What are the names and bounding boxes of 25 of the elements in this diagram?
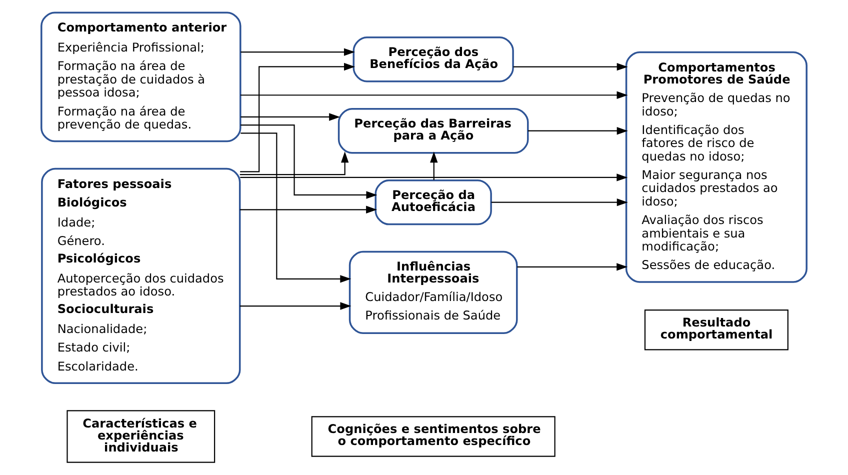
arrow (240, 91, 628, 99)
node-box: Características e experiências individuais (66, 410, 216, 463)
node-box: Perceção dos Benefícios da Ação (352, 36, 514, 82)
node-box: Fatores pessoais Biológicos Idade; Género. Psicológicos Autoperceção dos cuidados prestados ao idoso. Socioculturais Nacionalidade; Estado civil; Escolaridade. (41, 168, 241, 384)
node-box: Cognições e sentimentos sobre o comportamento específico (311, 416, 556, 457)
arrow (240, 152, 349, 176)
node-box: Comportamentos Promotores de Saúde Prevenção de quedas no idoso; Identificação dos fatores de risco de quedas no idoso; Maior segurança nos cuidados prestados ao idoso; Avaliação dos riscos ambientais e sua modificação; Sessões de educação. (625, 51, 808, 283)
arrow (240, 174, 628, 182)
arrow (240, 206, 378, 214)
arrow (240, 124, 378, 199)
node-box: Perceção da Autoeficácia (374, 179, 492, 226)
node-box: Perceção das Barreiras para a Ação (338, 108, 529, 154)
arrow (528, 127, 628, 135)
node-box: Resultado comportamental (644, 310, 788, 350)
node-box: Comportamento anterior Experiência Profissional; Formação na área de prestação de cuidados à pessoa idosa; Formação na área de prevenção de quedas. (40, 12, 242, 142)
arrow (517, 263, 628, 271)
node-box: Influências Interpessoais Cuidador/Família/Idoso Profissionais de Saúde (348, 250, 518, 334)
arrow (240, 62, 356, 172)
arrow (240, 113, 340, 121)
arrow (430, 152, 438, 180)
arrow (240, 302, 352, 310)
arrow (240, 48, 355, 56)
arrow (240, 132, 352, 283)
arrow (513, 62, 628, 71)
arrow (491, 198, 628, 206)
